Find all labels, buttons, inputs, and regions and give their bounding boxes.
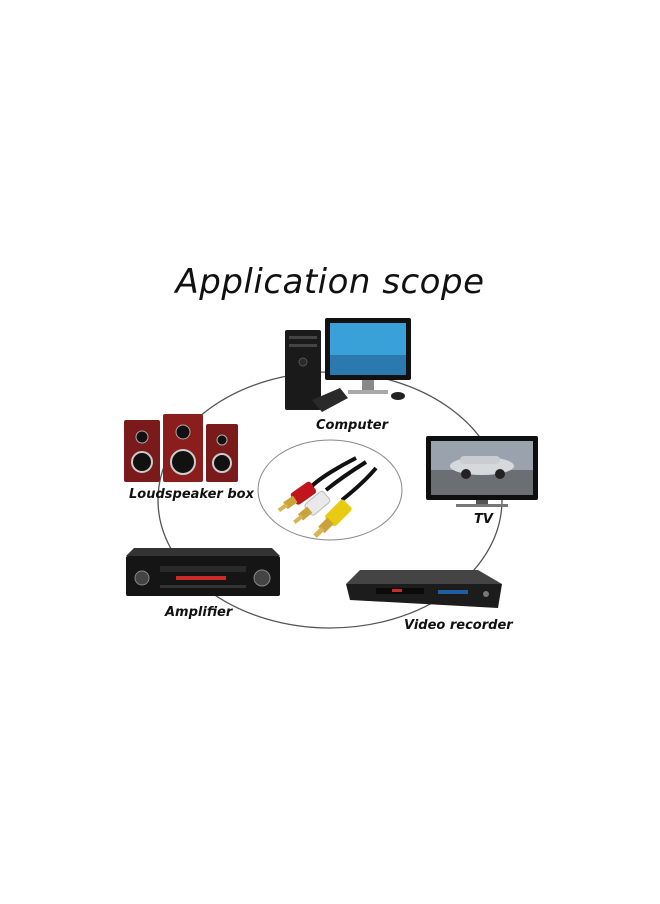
rca-cable-icon [257,439,403,541]
amplifier-label: Amplifier [165,605,233,620]
loudspeaker-icon [124,414,238,482]
page-title: Application scope [175,262,485,302]
computer-label: Computer [316,418,389,433]
tv-icon [426,436,538,507]
video-recorder-label: Video recorder [404,618,513,633]
tv-label: TV [474,512,493,527]
video-recorder-icon [346,570,502,608]
amplifier-icon [126,548,280,596]
loudspeaker-label: Loudspeaker box [129,487,254,502]
computer-icon [285,318,411,412]
